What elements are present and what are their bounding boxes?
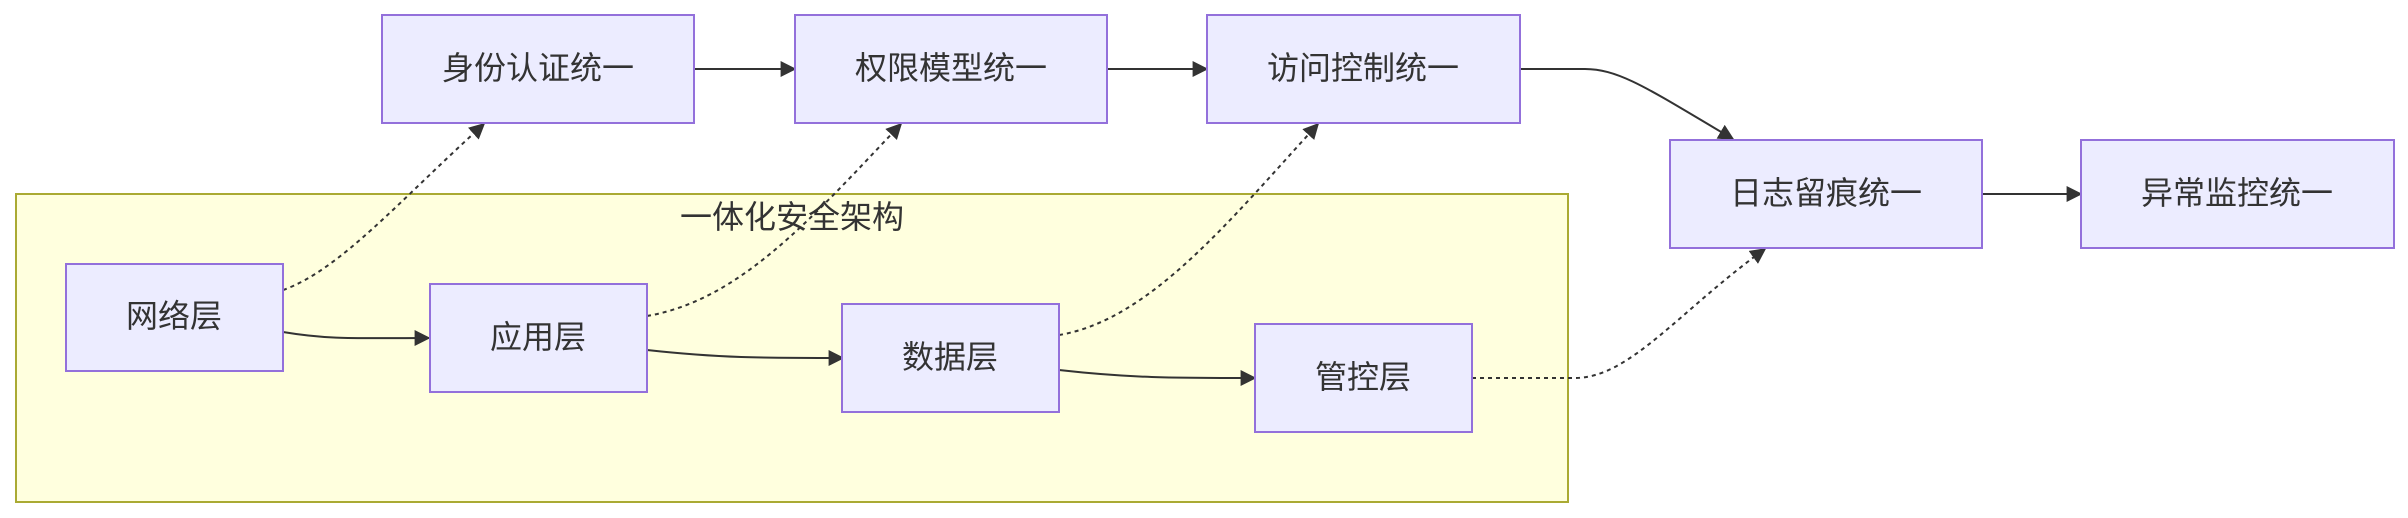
node-data-layer[interactable]: 数据层 [841, 303, 1060, 413]
node-label: 应用层 [490, 318, 586, 356]
edge-data-to-control [1058, 369, 1257, 386]
node-box [429, 283, 648, 393]
node-label: 访问控制统一 [1267, 49, 1459, 87]
node-box [381, 14, 695, 124]
node-network-layer[interactable]: 网络层 [65, 263, 284, 372]
node-permission-model[interactable]: 权限模型统一 [794, 14, 1108, 124]
node-identity-auth[interactable]: 身份认证统一 [381, 14, 695, 124]
edge-application-to-data [646, 349, 845, 366]
node-box [1206, 14, 1521, 124]
node-label: 网络层 [126, 297, 222, 335]
edge-control-to-log [1472, 248, 1767, 379]
node-box [1669, 139, 1983, 249]
edge-network-to-application [282, 330, 431, 347]
node-box [841, 303, 1060, 413]
cluster-title: 一体化安全架构 [680, 198, 904, 236]
edge-access-to-log [1520, 68, 1735, 140]
node-label: 日志留痕统一 [1730, 174, 1922, 212]
edge-application-to-permission [646, 122, 903, 317]
node-anomaly-monitor[interactable]: 异常监控统一 [2080, 139, 2395, 249]
node-log-trace[interactable]: 日志留痕统一 [1669, 139, 1983, 249]
node-access-control[interactable]: 访问控制统一 [1206, 14, 1521, 124]
node-label: 管控层 [1315, 358, 1411, 396]
node-label: 异常监控统一 [2141, 174, 2333, 212]
node-control-layer[interactable]: 管控层 [1254, 323, 1473, 433]
edge-network-to-identity [282, 122, 486, 291]
edge-data-to-access [1058, 122, 1320, 336]
node-label: 身份认证统一 [442, 49, 634, 87]
node-box [794, 14, 1108, 124]
node-label: 数据层 [902, 338, 998, 376]
node-box [1254, 323, 1473, 433]
node-application-layer[interactable]: 应用层 [429, 283, 648, 393]
node-box [2080, 139, 2395, 249]
node-label: 权限模型统一 [855, 49, 1047, 87]
node-box [65, 263, 284, 372]
